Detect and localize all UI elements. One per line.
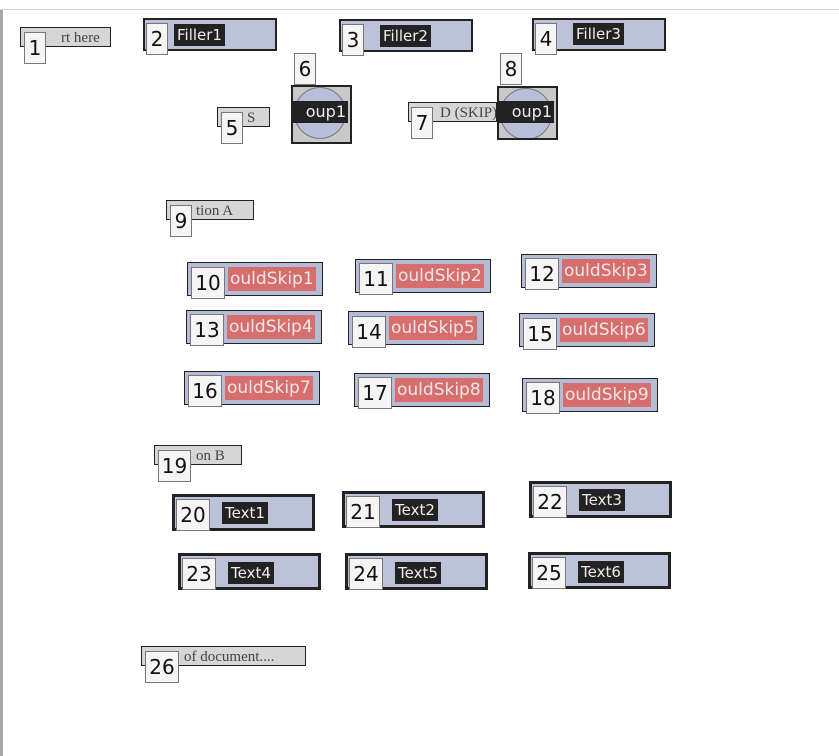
text6-label: Text6: [578, 561, 624, 583]
end-of-document-text: of document....: [141, 646, 306, 666]
marker-20: 20: [176, 499, 210, 531]
marker-3: 3: [342, 24, 364, 56]
text5-label: Text5: [395, 562, 441, 584]
should-skip5-label: ouldSkip5: [389, 316, 477, 340]
filler1-label: Filler1: [174, 24, 225, 46]
marker-25: 25: [532, 557, 566, 589]
filler2-label: Filler2: [380, 25, 431, 47]
top-border: [0, 0, 839, 10]
group1-label-2: oup1: [499, 101, 554, 123]
should-skip4-label: ouldSkip4: [227, 315, 315, 339]
should-skip3-label: ouldSkip3: [562, 259, 650, 283]
marker-9: 9: [170, 205, 192, 237]
marker-10: 10: [191, 267, 225, 299]
marker-4: 4: [535, 23, 557, 55]
marker-16: 16: [188, 375, 222, 407]
marker-13: 13: [190, 314, 224, 346]
marker-8: 8: [500, 53, 522, 85]
left-border: [0, 10, 3, 756]
marker-17: 17: [358, 377, 392, 409]
marker-6: 6: [294, 53, 316, 85]
marker-24: 24: [349, 558, 383, 590]
marker-15: 15: [523, 318, 557, 350]
marker-21: 21: [346, 496, 380, 528]
group1-radio-2[interactable]: oup1: [497, 86, 558, 140]
should-skip6-label: ouldSkip6: [560, 318, 648, 342]
text2-label: Text2: [392, 499, 438, 521]
text4-label: Text4: [228, 562, 274, 584]
text3-label: Text3: [579, 489, 625, 511]
should-skip8-label: ouldSkip8: [395, 378, 483, 402]
marker-1: 1: [24, 32, 46, 64]
should-skip2-label: ouldSkip2: [396, 264, 484, 288]
marker-23: 23: [182, 558, 216, 590]
marker-14: 14: [352, 316, 386, 348]
marker-7: 7: [411, 107, 433, 139]
marker-19: 19: [158, 450, 191, 482]
filler3-label: Filler3: [573, 23, 624, 45]
should-skip7-label: ouldSkip7: [225, 376, 313, 400]
marker-12: 12: [525, 258, 559, 290]
marker-2: 2: [146, 23, 168, 55]
should-skip9-label: ouldSkip9: [563, 383, 651, 407]
text1-label: Text1: [222, 502, 268, 524]
should-skip6-button[interactable]: ouldSkip6: [519, 313, 655, 347]
marker-5: 5: [221, 112, 243, 144]
group1-label: oup1: [293, 101, 348, 123]
group1-radio[interactable]: oup1: [291, 85, 352, 144]
should-skip1-label: ouldSkip1: [228, 267, 316, 291]
marker-26: 26: [145, 651, 179, 683]
marker-18: 18: [526, 382, 560, 414]
marker-22: 22: [533, 486, 567, 518]
marker-11: 11: [359, 263, 393, 295]
